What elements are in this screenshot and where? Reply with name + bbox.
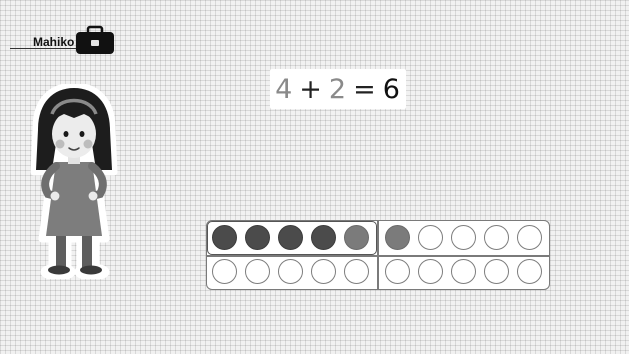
counter-bottom-10: [517, 259, 542, 284]
counter-top-3: [278, 225, 303, 250]
equation-equals: =: [350, 74, 380, 105]
name-underline: [10, 48, 82, 49]
briefcase-icon[interactable]: [74, 24, 122, 56]
equation-result: 6: [380, 74, 404, 105]
frame-divider-horizontal: [206, 255, 550, 257]
counter-bottom-1: [212, 259, 237, 284]
equation-plus: +: [296, 74, 326, 105]
counter-bottom-9: [484, 259, 509, 284]
character-tag: Mahiko: [10, 24, 120, 56]
counter-bottom-7: [418, 259, 443, 284]
counter-bottom-6: [385, 259, 410, 284]
counter-top-1: [212, 225, 237, 250]
counter-top-10: [517, 225, 542, 250]
counter-bottom-5: [344, 259, 369, 284]
equation-addend-a: 4: [272, 74, 296, 105]
girl-character: [26, 84, 122, 279]
counter-top-8: [451, 225, 476, 250]
counter-bottom-2: [245, 259, 270, 284]
counter-top-4: [311, 225, 336, 250]
counter-top-6: [385, 225, 410, 250]
equation-card: 4 + 2 = 6: [270, 69, 406, 109]
counter-bottom-8: [451, 259, 476, 284]
counter-top-9: [484, 225, 509, 250]
counter-top-5: [344, 225, 369, 250]
counter-bottom-4: [311, 259, 336, 284]
counter-top-2: [245, 225, 270, 250]
counter-top-7: [418, 225, 443, 250]
character-name: Mahiko: [33, 35, 74, 49]
twenty-frame: [206, 220, 550, 290]
counter-bottom-3: [278, 259, 303, 284]
equation-addend-b: 2: [326, 74, 350, 105]
